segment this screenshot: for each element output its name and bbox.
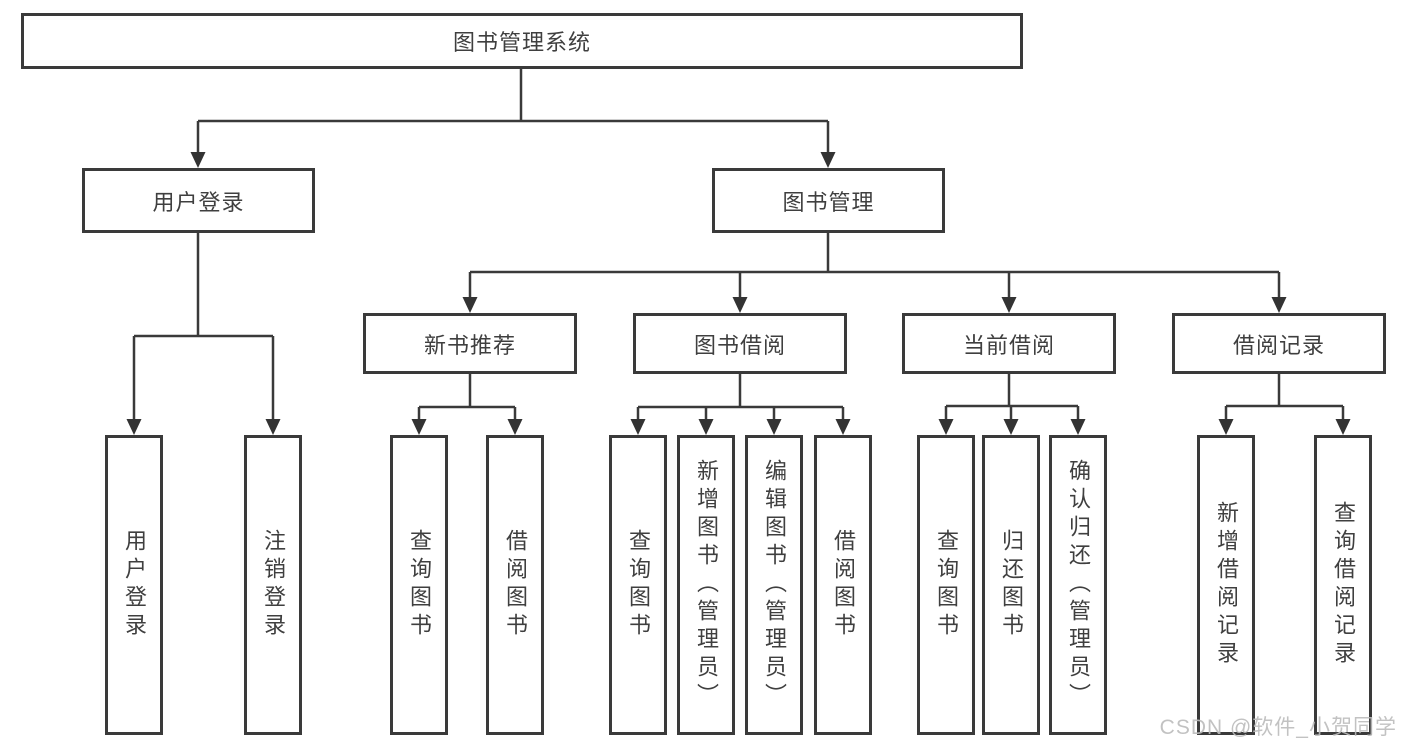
arrowhead-icons bbox=[126, 152, 1351, 435]
leaf-nb-borrow-books: 借阅图书 bbox=[486, 435, 544, 735]
leaf-bb-borrow-books-label: 借阅图书 bbox=[831, 529, 856, 641]
node-current-borrowing: 当前借阅 bbox=[902, 313, 1116, 374]
node-book-management-label: 图书管理 bbox=[782, 189, 875, 215]
leaf-cb-return-books: 归还图书 bbox=[982, 435, 1040, 735]
csdn-watermark: CSDN @软件_小贺同学 bbox=[1159, 716, 1397, 739]
leaf-user-login-label: 用户登录 bbox=[122, 529, 147, 641]
leaf-cb-confirm-return-admin: 确认归还（管理员） bbox=[1049, 435, 1107, 735]
connector-stems bbox=[132, 69, 1345, 423]
leaf-bb-query-books-label: 查询图书 bbox=[626, 529, 651, 641]
leaf-bb-add-books-admin: 新增图书（管理员） bbox=[677, 435, 735, 735]
node-user-login: 用户登录 bbox=[82, 168, 315, 233]
leaf-bb-query-books: 查询图书 bbox=[609, 435, 667, 735]
leaf-br-add-record: 新增借阅记录 bbox=[1197, 435, 1255, 735]
node-root: 图书管理系统 bbox=[21, 13, 1023, 69]
node-new-book-recommend-label: 新书推荐 bbox=[423, 332, 516, 358]
leaf-br-query-record-label: 查询借阅记录 bbox=[1331, 501, 1356, 669]
leaf-user-login: 用户登录 bbox=[105, 435, 163, 735]
leaf-br-add-record-label: 新增借阅记录 bbox=[1214, 501, 1239, 669]
leaf-logout: 注销登录 bbox=[244, 435, 302, 735]
node-current-borrowing-label: 当前借阅 bbox=[962, 332, 1055, 358]
node-book-management: 图书管理 bbox=[712, 168, 945, 233]
node-book-borrowing: 图书借阅 bbox=[633, 313, 847, 374]
leaf-nb-query-books-label: 查询图书 bbox=[407, 529, 432, 641]
node-borrowing-records-label: 借阅记录 bbox=[1232, 332, 1325, 358]
node-root-label: 图书管理系统 bbox=[452, 30, 591, 55]
leaf-bb-edit-books-admin-label: 编辑图书（管理员） bbox=[762, 459, 787, 711]
node-user-login-label: 用户登录 bbox=[152, 189, 245, 215]
leaf-logout-label: 注销登录 bbox=[261, 529, 286, 641]
leaf-bb-borrow-books: 借阅图书 bbox=[814, 435, 872, 735]
node-new-book-recommend: 新书推荐 bbox=[363, 313, 577, 374]
leaf-cb-return-books-label: 归还图书 bbox=[999, 529, 1024, 641]
node-borrowing-records: 借阅记录 bbox=[1172, 313, 1386, 374]
leaf-nb-borrow-books-label: 借阅图书 bbox=[503, 529, 528, 641]
leaf-br-query-record: 查询借阅记录 bbox=[1314, 435, 1372, 735]
leaf-bb-edit-books-admin: 编辑图书（管理员） bbox=[745, 435, 803, 735]
leaf-cb-confirm-return-admin-label: 确认归还（管理员） bbox=[1066, 459, 1091, 711]
leaf-cb-query-books-label: 查询图书 bbox=[934, 529, 959, 641]
node-book-borrowing-label: 图书借阅 bbox=[693, 332, 786, 358]
leaf-bb-add-books-admin-label: 新增图书（管理员） bbox=[694, 459, 719, 711]
leaf-cb-query-books: 查询图书 bbox=[917, 435, 975, 735]
leaf-nb-query-books: 查询图书 bbox=[390, 435, 448, 735]
